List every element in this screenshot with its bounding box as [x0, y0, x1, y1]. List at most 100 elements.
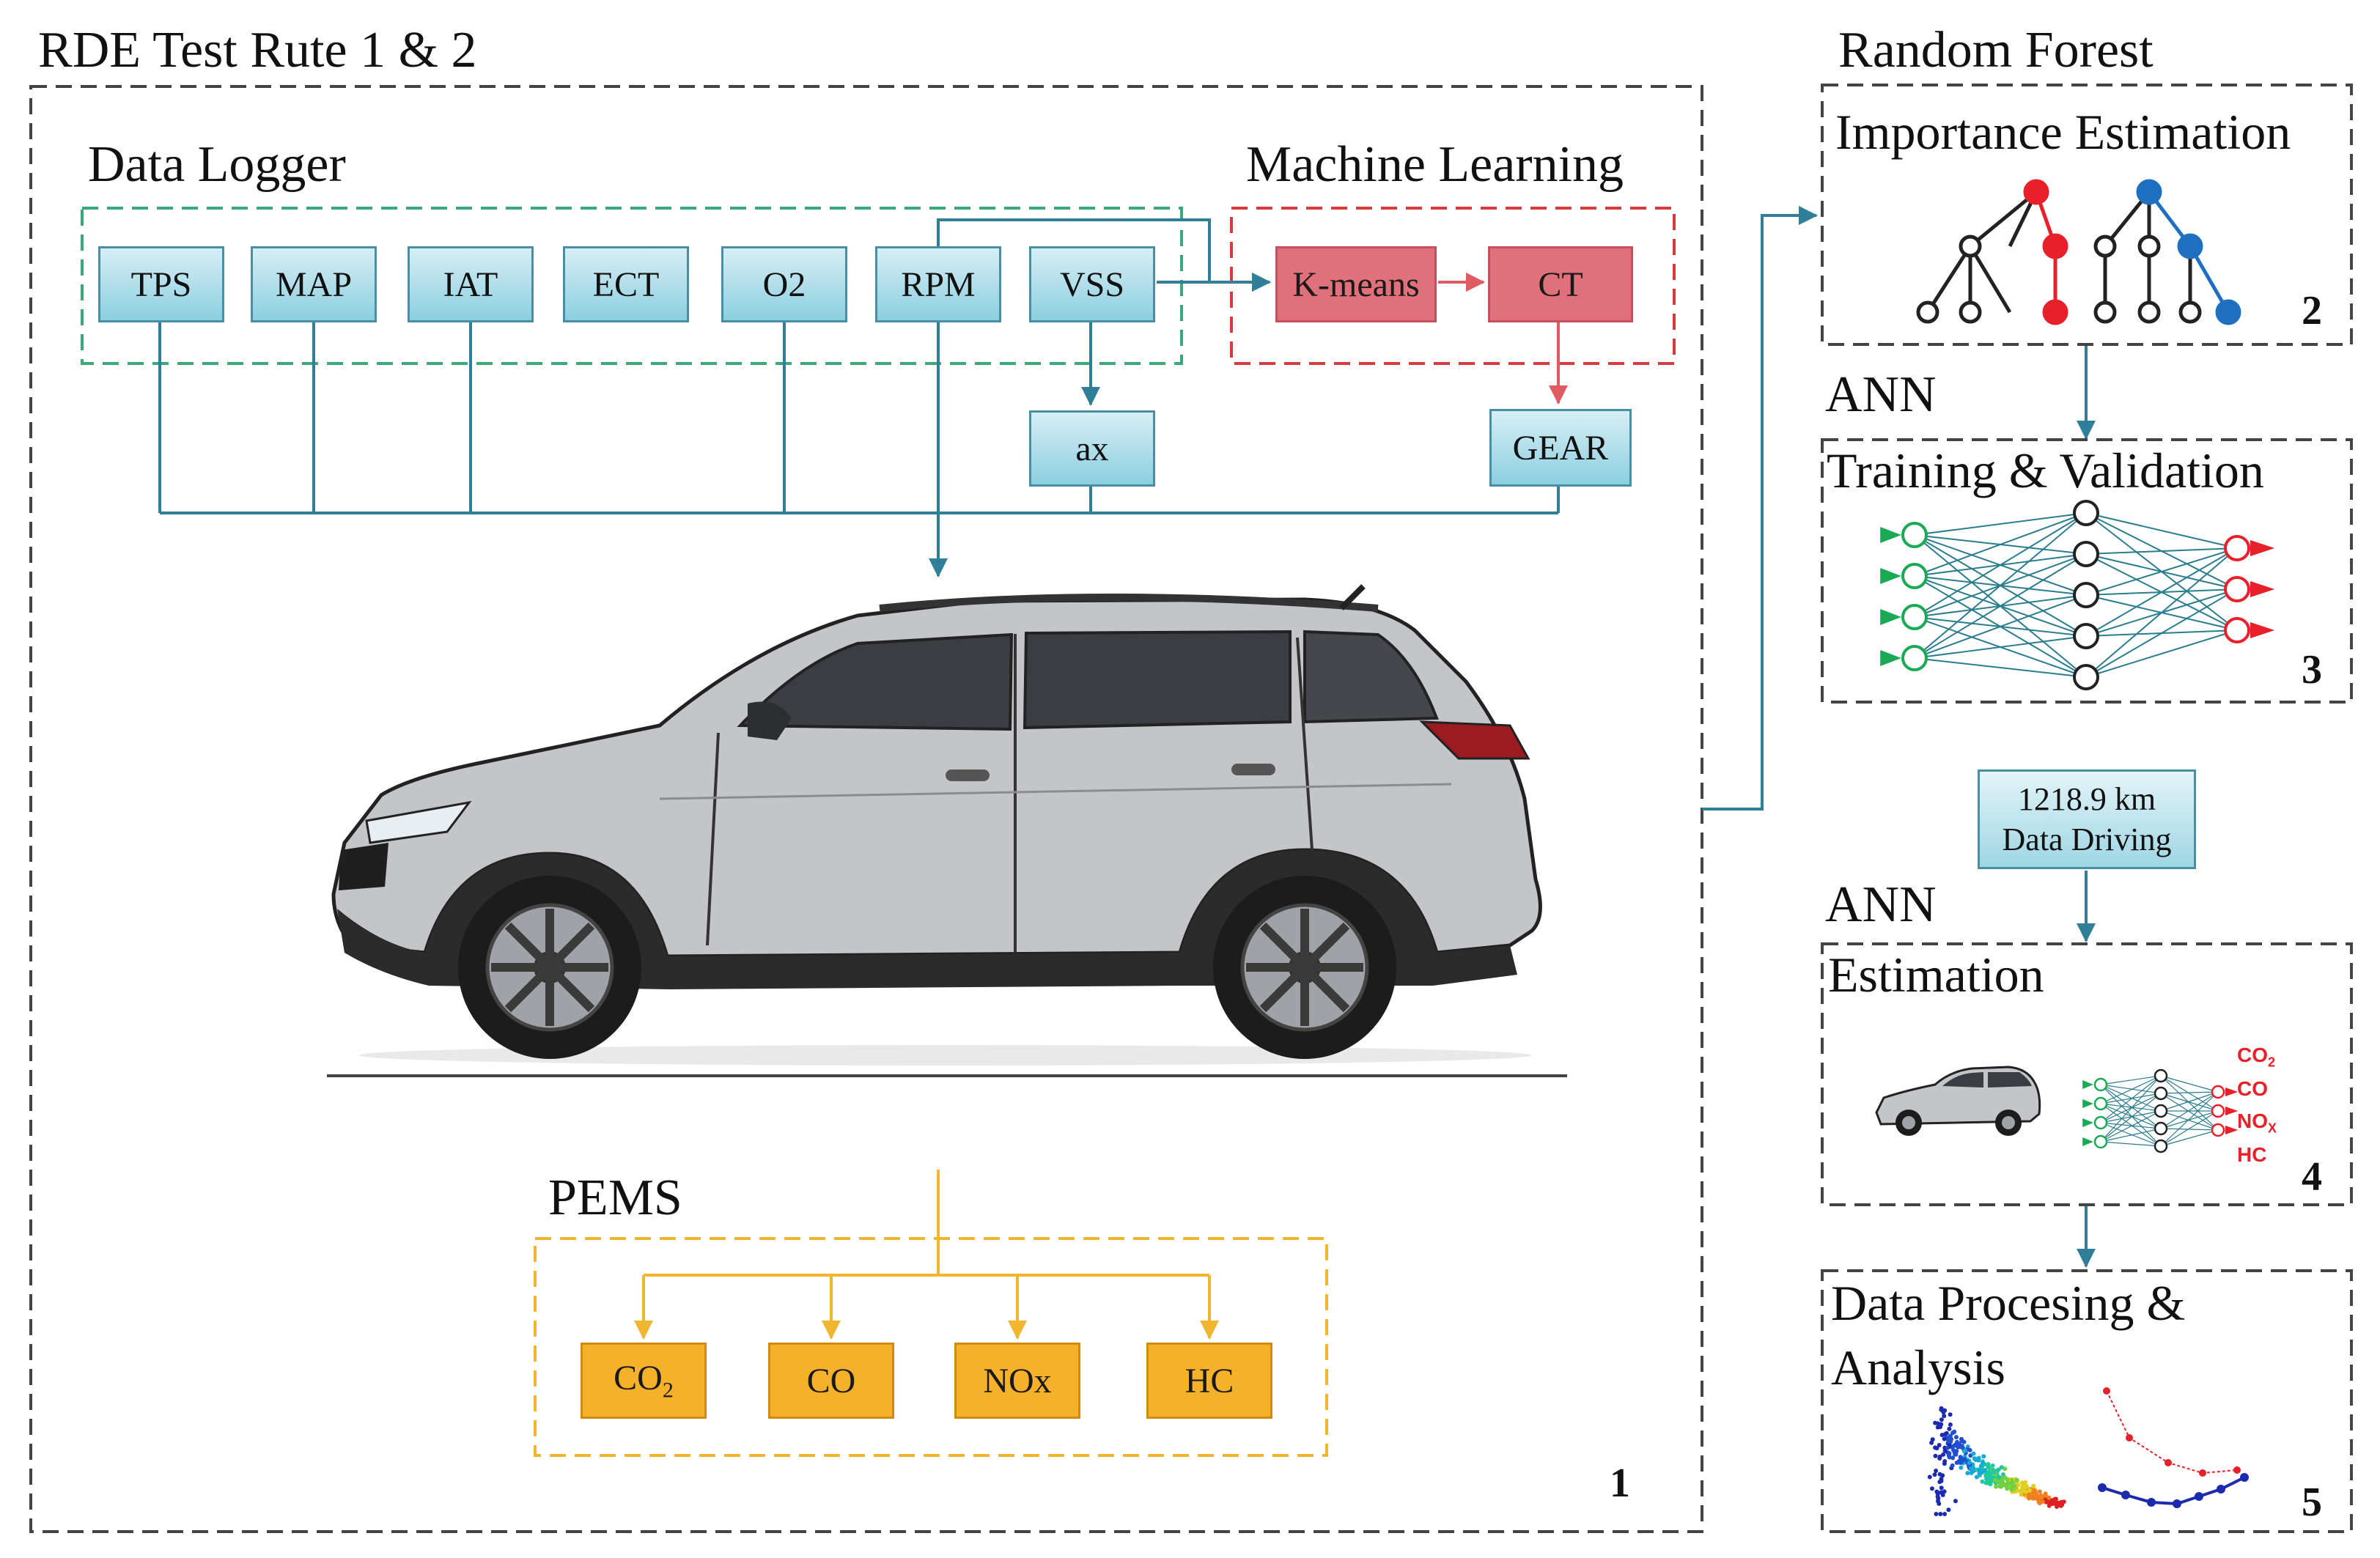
- scatter-point: [1946, 1507, 1951, 1513]
- analysis-box: [1821, 1269, 2353, 1533]
- scatter-point: [2046, 1503, 2052, 1508]
- nn-edge: [1914, 594, 2087, 659]
- nn-node: [2073, 582, 2099, 608]
- scatter-point: [1935, 1421, 1940, 1426]
- scatter-point: [2060, 1500, 2065, 1505]
- scatter-point: [1948, 1412, 1953, 1417]
- nn-edge: [2160, 1075, 2219, 1131]
- nn-edge: [2085, 547, 2238, 555]
- scatter-point: [1937, 1456, 1942, 1461]
- nn-edge: [2100, 1075, 2162, 1085]
- scatter-point: [1942, 1414, 1947, 1419]
- nn-node: [2073, 500, 2099, 526]
- gear-label: GEAR: [1512, 428, 1609, 468]
- data-driving-distance: 1218.9 km: [2017, 781, 2156, 817]
- pems-arrows: [634, 1170, 1219, 1340]
- scatter-point: [1933, 1453, 1938, 1458]
- scatter-point: [1995, 1468, 2000, 1473]
- nn-input-arrow: [2082, 1099, 2093, 1108]
- sensor-map-label: MAP: [275, 265, 353, 304]
- scatter-point: [1939, 1417, 1944, 1422]
- data-logger-label: Data Logger: [88, 136, 346, 193]
- nn-node: [2211, 1085, 2225, 1099]
- pems-co2-text: CO: [614, 1359, 663, 1398]
- sensor-iat-box: IAT: [408, 246, 534, 322]
- nn-node: [2093, 1096, 2108, 1111]
- scatter-point: [1939, 1477, 1944, 1481]
- pems-co2-sub: 2: [662, 1378, 674, 1403]
- pems-hc-label: HC: [1185, 1361, 1234, 1400]
- data-logger-group: [81, 207, 1183, 365]
- neural-network-icon: [1880, 500, 2275, 690]
- kmeans-label: K-means: [1292, 265, 1420, 304]
- step-2-number: 2: [2302, 288, 2322, 333]
- scatter-point: [1959, 1465, 1964, 1470]
- pems-group: [534, 1237, 1328, 1457]
- scatter-point: [1942, 1459, 1948, 1463]
- nn-node: [2224, 576, 2250, 602]
- nn-edge: [2085, 630, 2238, 678]
- scatter-point: [1942, 1448, 1948, 1453]
- sensor-tps-label: TPS: [130, 265, 192, 304]
- scatter-point: [2019, 1492, 2024, 1497]
- nn-edge: [2100, 1122, 2162, 1147]
- scatter-point: [1938, 1425, 1942, 1430]
- pems-hc-box: HC: [1146, 1343, 1272, 1419]
- nn-input-arrow: [1880, 527, 1901, 543]
- random-forest-label: Random Forest: [1838, 22, 2154, 78]
- scatter-point: [1953, 1499, 1958, 1504]
- nn-edge: [2160, 1075, 2219, 1093]
- output-co2-text: CO: [2237, 1044, 2268, 1066]
- nn-edge: [2085, 547, 2238, 596]
- scatter-point: [1946, 1439, 1951, 1444]
- sensor-o2-label: O2: [762, 265, 806, 304]
- scatter-point: [2000, 1483, 2005, 1488]
- nn-edge: [2100, 1093, 2162, 1104]
- scatter-point: [2003, 1475, 2008, 1480]
- output-nox-text: NO: [2237, 1109, 2268, 1132]
- nn-edge: [1914, 512, 2087, 536]
- scatter-point: [1962, 1457, 1967, 1462]
- nn-edge: [1914, 553, 2087, 659]
- analysis-title-line2: Analysis: [1831, 1340, 2005, 1395]
- kmeans-box: K-means: [1275, 246, 1437, 322]
- machine-learning-label: Machine Learning: [1246, 136, 1624, 193]
- nn-node: [1901, 604, 1928, 630]
- output-hc: HC: [2237, 1139, 2277, 1170]
- nn-edge: [2100, 1075, 2162, 1104]
- scatter-point: [1950, 1444, 1956, 1449]
- estimation-title: Estimation: [1828, 947, 2044, 1003]
- scatter-point: [1942, 1436, 1947, 1441]
- scatter-point: [1934, 1469, 1939, 1473]
- nn-edge: [2160, 1075, 2219, 1112]
- scatter-point: [2020, 1484, 2025, 1489]
- scatter-point: [2003, 1466, 2008, 1472]
- scatter-point: [2014, 1488, 2019, 1494]
- scatter-point: [1942, 1512, 1948, 1516]
- scatter-point: [2000, 1472, 2005, 1477]
- nn-edge: [2100, 1110, 2162, 1142]
- nn-output-arrow: [2225, 1126, 2239, 1134]
- scatter-point: [1947, 1426, 1952, 1431]
- pems-co2-box: CO2: [581, 1343, 707, 1419]
- sensor-ect-box: ECT: [563, 246, 689, 322]
- nn-edge: [1914, 512, 2087, 577]
- nn-edge: [2160, 1091, 2219, 1094]
- nn-output-arrow: [2250, 622, 2275, 638]
- scatter-point: [1927, 1474, 1932, 1480]
- scatter-point: [1950, 1463, 1955, 1468]
- nn-edge: [2160, 1091, 2219, 1147]
- nn-input-arrow: [2082, 1118, 2093, 1127]
- nn-input-arrow: [2082, 1080, 2093, 1089]
- scatter-point: [1991, 1468, 1996, 1472]
- scatter-point: [1939, 1433, 1945, 1438]
- nn-edge: [2085, 547, 2238, 637]
- scatter-point: [2033, 1493, 2038, 1498]
- scatter-point: [1959, 1436, 1964, 1441]
- scatter-point: [1971, 1451, 1976, 1456]
- nn-edge: [2100, 1128, 2162, 1142]
- nn-node: [2211, 1104, 2225, 1118]
- scatter-point: [1973, 1456, 1978, 1461]
- nn-edge: [2085, 588, 2238, 678]
